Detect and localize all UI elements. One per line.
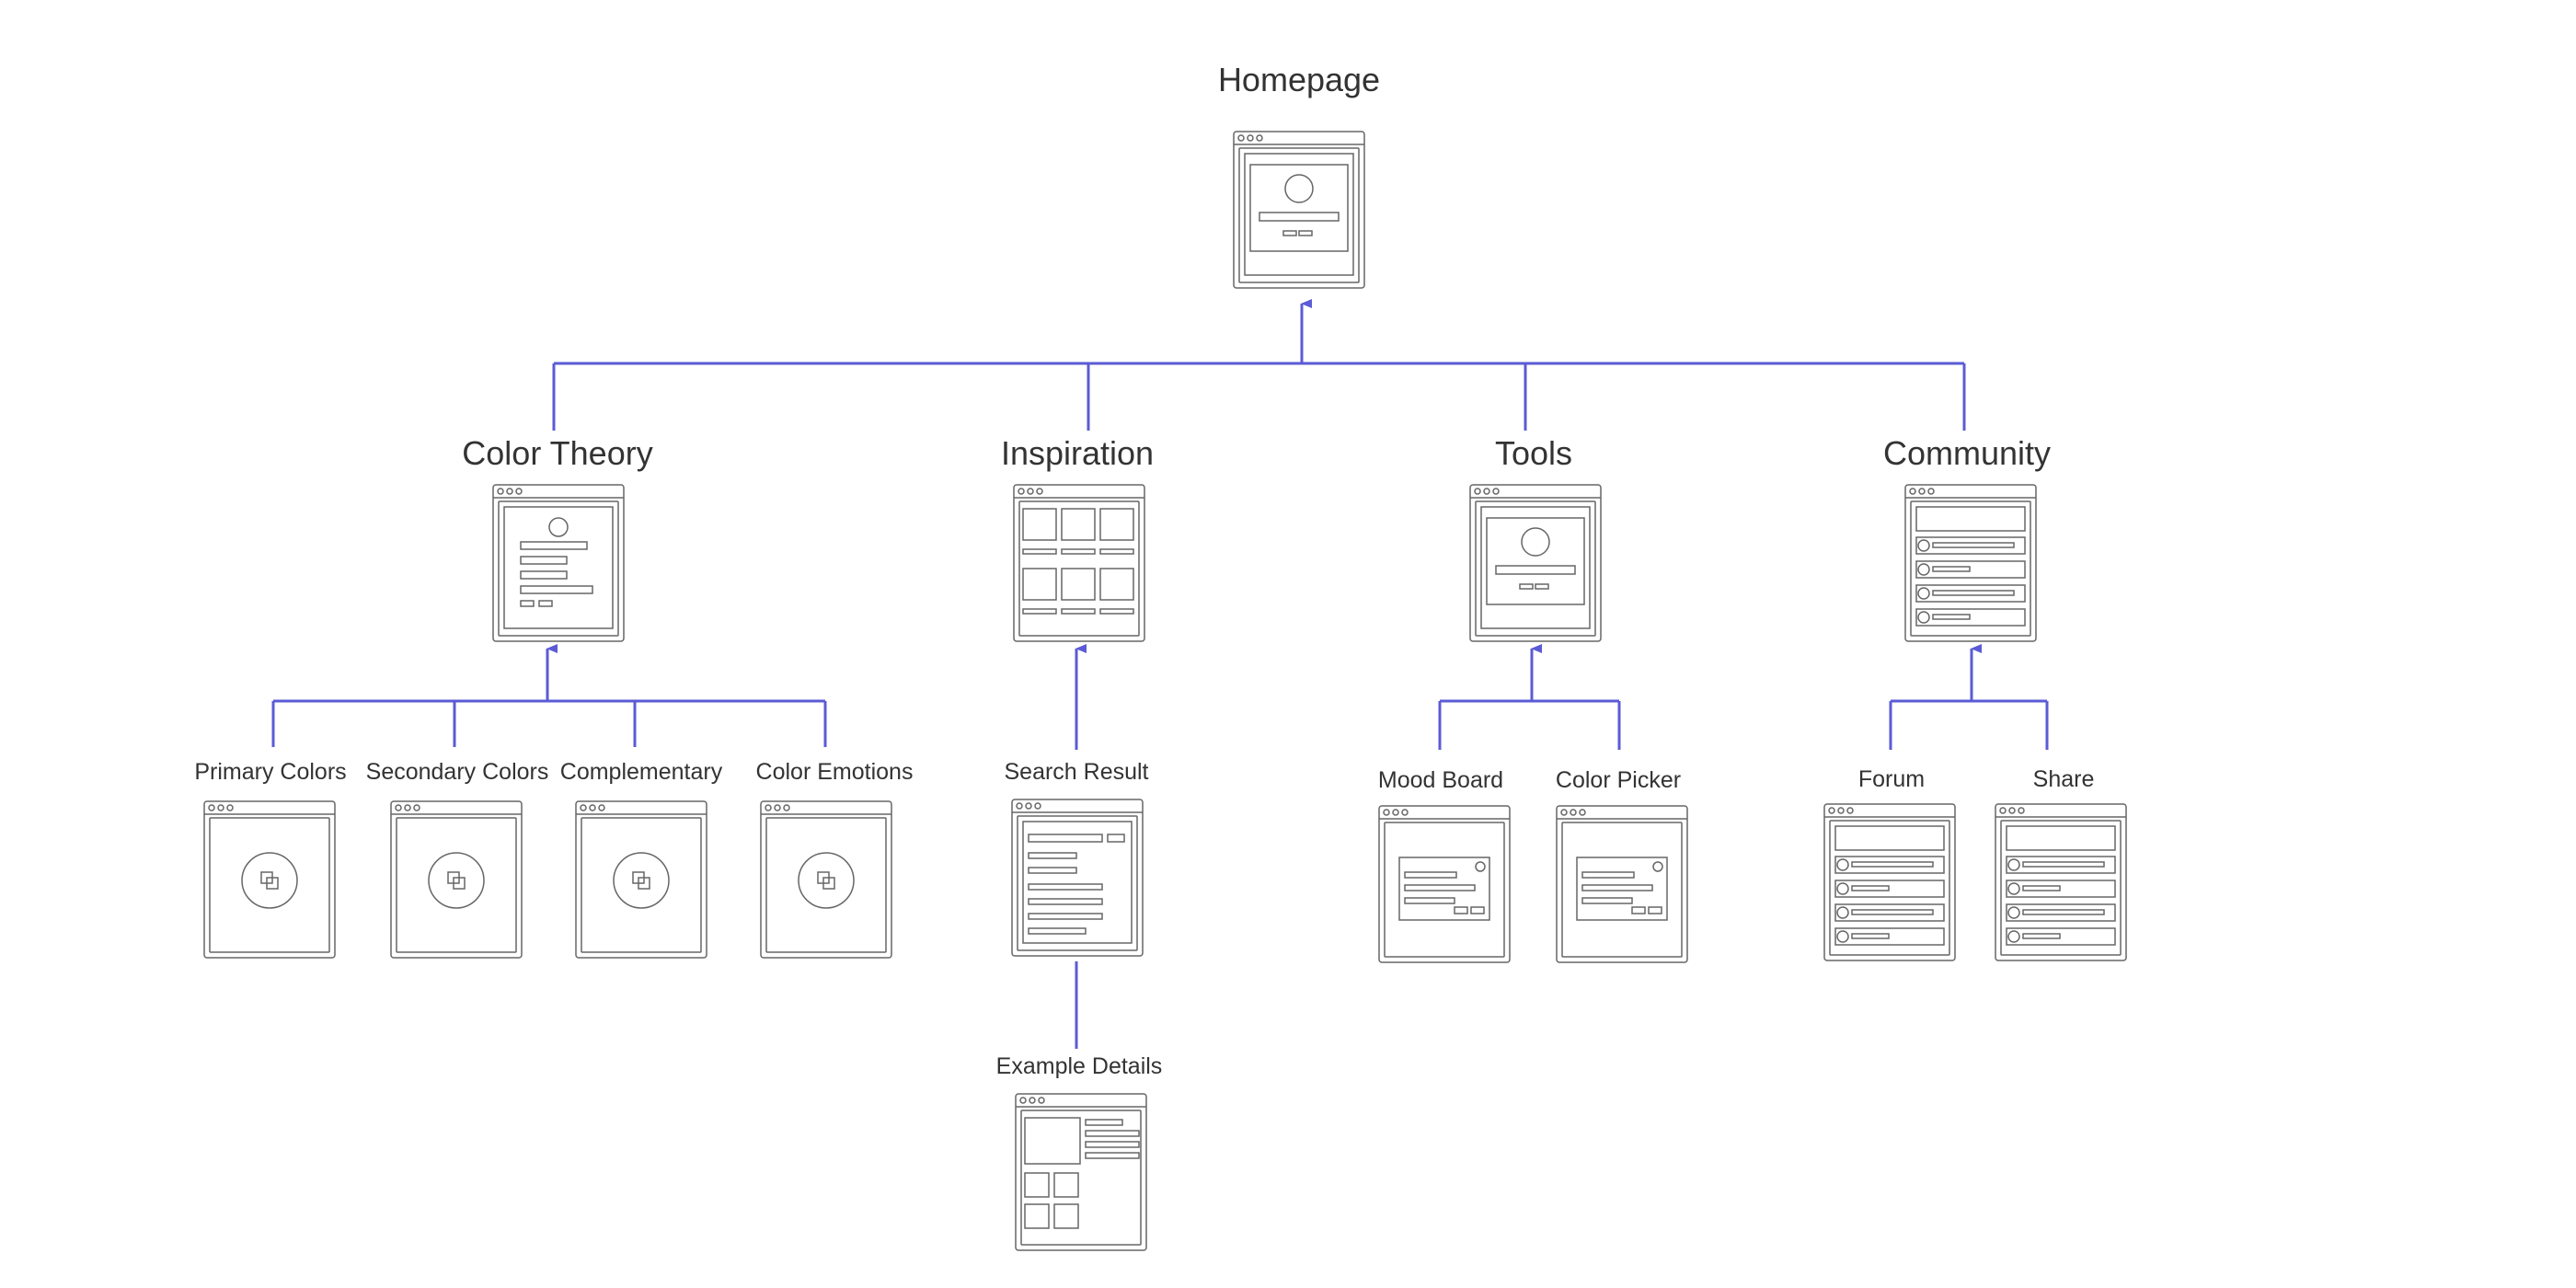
feed-list-wireframe-icon	[1904, 484, 2037, 642]
color-swatch-wireframe-icon	[760, 800, 892, 959]
homepage-wireframe-icon	[1233, 131, 1365, 289]
detail-wireframe-icon	[1015, 1093, 1147, 1251]
search-list-wireframe-icon	[1011, 799, 1144, 957]
color-swatch-wireframe-icon	[390, 800, 523, 959]
label-tools: Tools	[1495, 434, 1572, 472]
connectors	[271, 299, 2049, 1049]
label-secondary-colors: Secondary Colors	[366, 759, 549, 785]
label-mood-board: Mood Board	[1378, 767, 1503, 793]
dialog-card-wireframe-icon	[1378, 805, 1511, 963]
label-forum: Forum	[1858, 766, 1925, 792]
color-swatch-wireframe-icon	[203, 800, 336, 959]
feed-list-wireframe-icon	[1995, 803, 2127, 961]
labels: Homepage Color Theory Inspiration Tools …	[194, 61, 2094, 1079]
feed-list-wireframe-icon	[1823, 803, 1956, 961]
label-primary-colors: Primary Colors	[194, 759, 346, 785]
label-inspiration: Inspiration	[1001, 434, 1154, 472]
label-color-emotions: Color Emotions	[756, 759, 914, 785]
label-search-result: Search Result	[1004, 759, 1148, 785]
hero-wireframe-icon	[1469, 484, 1602, 642]
gallery-grid-wireframe-icon	[1013, 484, 1145, 642]
label-share: Share	[2033, 766, 2095, 792]
label-example-details: Example Details	[996, 1053, 1163, 1079]
content-list-wireframe-icon	[492, 484, 625, 642]
label-color-picker: Color Picker	[1556, 767, 1681, 793]
dialog-card-wireframe-icon	[1556, 805, 1688, 963]
color-swatch-wireframe-icon	[575, 800, 707, 959]
label-color-theory: Color Theory	[462, 434, 652, 472]
label-community: Community	[1883, 434, 2051, 472]
label-homepage: Homepage	[1218, 61, 1380, 98]
label-complementary: Complementary	[560, 759, 723, 785]
